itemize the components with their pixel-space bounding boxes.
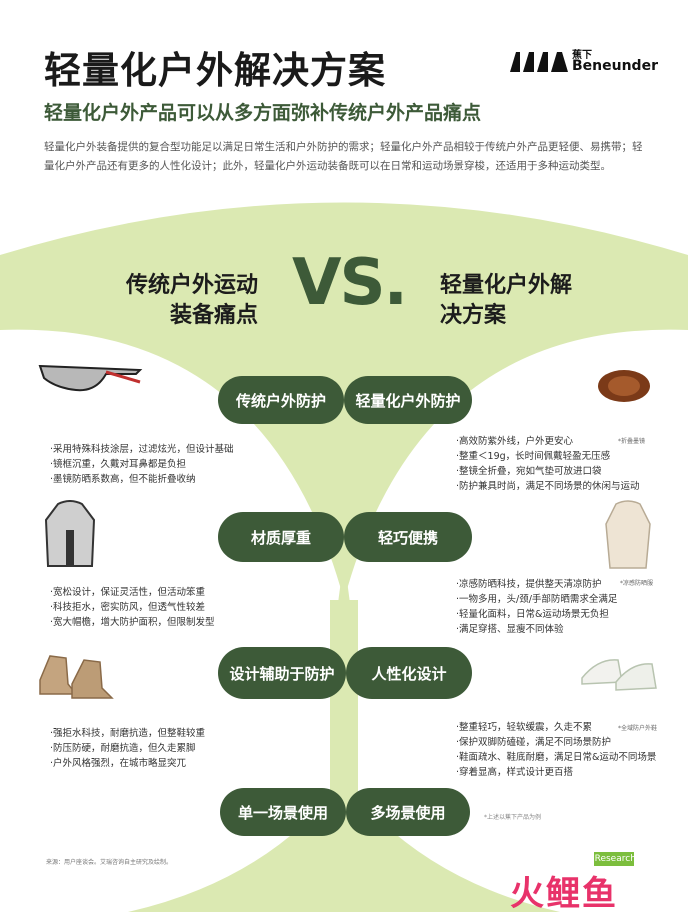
brand-name-cn: 蕉下 <box>572 50 592 61</box>
source-note: 来源：用户座谈会。艾瑞咨询自主研究及绘制。 <box>46 859 173 866</box>
heading-lightweight: 轻量化户外解决方案 <box>440 273 573 328</box>
heading-traditional: 传统户外运动装备痛点 <box>125 273 258 328</box>
pill-lightweight-protection: 轻量化户外防护 <box>344 376 472 424</box>
sun-protection-jacket-icon <box>605 500 651 569</box>
watermark: 火鲤鱼 <box>510 874 618 914</box>
bullet: ·鞋面疏水、鞋底耐磨，满足日常&运动不同场景 <box>456 752 657 763</box>
bullet: ·科技拒水，密实防风，但透气性较差 <box>50 602 206 613</box>
left-bullets-row-2: ·宽松设计，保证灵活性，但活动笨重 ·科技拒水，密实防风，但透气性较差 ·宽大帽… <box>50 585 215 630</box>
left-bullets-row-3: ·强拒水科技，耐磨抗造，但整鞋较重 ·防压防硬，耐磨抗造，但久走累脚 ·户外风格… <box>50 726 205 771</box>
bullet: ·防护兼具时尚，满足不同场景的休闲与运动 <box>456 481 640 492</box>
page-title: 轻量化户外解决方案 <box>44 49 386 92</box>
trail-shoes-icon <box>581 659 657 691</box>
product-tag-shoes: *全域防户外鞋 <box>618 725 658 732</box>
page-subtitle: 轻量化户外产品可以从多方面弥补传统户外产品痛点 <box>44 102 482 124</box>
iresearch-logo: iResearch <box>592 852 636 866</box>
bullet: ·户外风格强烈，在城市略显突兀 <box>50 758 187 769</box>
brand-name-en: Beneunder <box>572 58 658 74</box>
bullet: ·整重＜19g，长时间佩戴轻盈无压感 <box>456 451 611 462</box>
bullet: ·宽大帽檐，增大防护面积，但限制发型 <box>50 617 215 628</box>
outdoor-jacket-icon <box>44 500 96 567</box>
product-tag-jacket: *凉感防晒服 <box>620 580 654 587</box>
pill-multi-scene: 多场景使用 <box>346 788 470 836</box>
right-bullets-row-1: ·高效防紫外线，户外更安心 ·整重＜19g，长时间佩戴轻盈无压感 ·整镜全折叠，… <box>456 434 640 494</box>
pill-heavy-material: 材质厚重 <box>218 512 344 562</box>
folding-sunglasses-icon <box>598 370 650 402</box>
bullet: ·强拒水科技，耐磨抗造，但整鞋较重 <box>50 728 206 739</box>
bullet: ·整重轻巧，轻软缓震，久走不累 <box>456 722 593 733</box>
pill-design-assists-protection: 设计辅助于防护 <box>218 647 346 699</box>
brand-logo-icon <box>510 52 568 72</box>
bullet: ·宽松设计，保证灵活性，但活动笨重 <box>50 587 206 598</box>
pill-light-portable: 轻巧便携 <box>344 512 472 562</box>
pill-human-design: 人性化设计 <box>346 647 472 699</box>
product-tag-glasses: *折叠墨镜 <box>618 438 646 445</box>
left-bullets-row-1: ·采用特殊科技涂层，过滤炫光，但设计基础 ·镜框沉重，久戴对耳鼻都是负担 ·墨镜… <box>50 442 234 487</box>
bullet: ·防压防硬，耐磨抗造，但久走累脚 <box>50 743 196 754</box>
bullet: ·穿着显高，样式设计更百搭 <box>456 767 574 778</box>
intro-paragraph: 轻量化户外装备提供的复合型功能足以满足日常生活和户外防护的需求；轻量化户外产品相… <box>44 141 643 172</box>
bullet: ·保护双脚防磕碰，满足不同场景防护 <box>456 737 612 748</box>
bullet: ·墨镜防晒系数高，但不能折叠收纳 <box>50 474 196 485</box>
bullet: ·满足穿搭、显瘦不同体验 <box>456 624 564 635</box>
sport-sunglasses-icon <box>38 364 143 392</box>
example-note: *上述以蕉下产品为例 <box>484 814 542 821</box>
pill-single-scene: 单一场景使用 <box>220 788 346 836</box>
bullet: ·整镜全折叠，宛如气垫可放进口袋 <box>456 466 602 477</box>
bullet: ·轻量化面料，日常&运动场景无负担 <box>456 609 609 620</box>
pill-traditional-protection: 传统户外防护 <box>218 376 344 424</box>
right-bullets-row-2: ·凉感防晒科技，提供整天清凉防护 ·一物多用，头/颈/手部防晒需求全满足 ·轻量… <box>456 577 617 637</box>
vs-label: VS. <box>292 246 408 320</box>
bullet: ·采用特殊科技涂层，过滤炫光，但设计基础 <box>50 444 234 455</box>
bullet: ·镜框沉重，久戴对耳鼻都是负担 <box>50 459 187 470</box>
bullet: ·一物多用，头/颈/手部防晒需求全满足 <box>456 594 618 605</box>
hiking-boots-icon <box>39 655 114 699</box>
right-bullets-row-3: ·整重轻巧，轻软缓震，久走不累 ·保护双脚防磕碰，满足不同场景防护 ·鞋面疏水、… <box>456 720 656 780</box>
bullet: ·凉感防晒科技，提供整天清凉防护 <box>456 579 602 590</box>
bullet: ·高效防紫外线，户外更安心 <box>456 436 574 447</box>
